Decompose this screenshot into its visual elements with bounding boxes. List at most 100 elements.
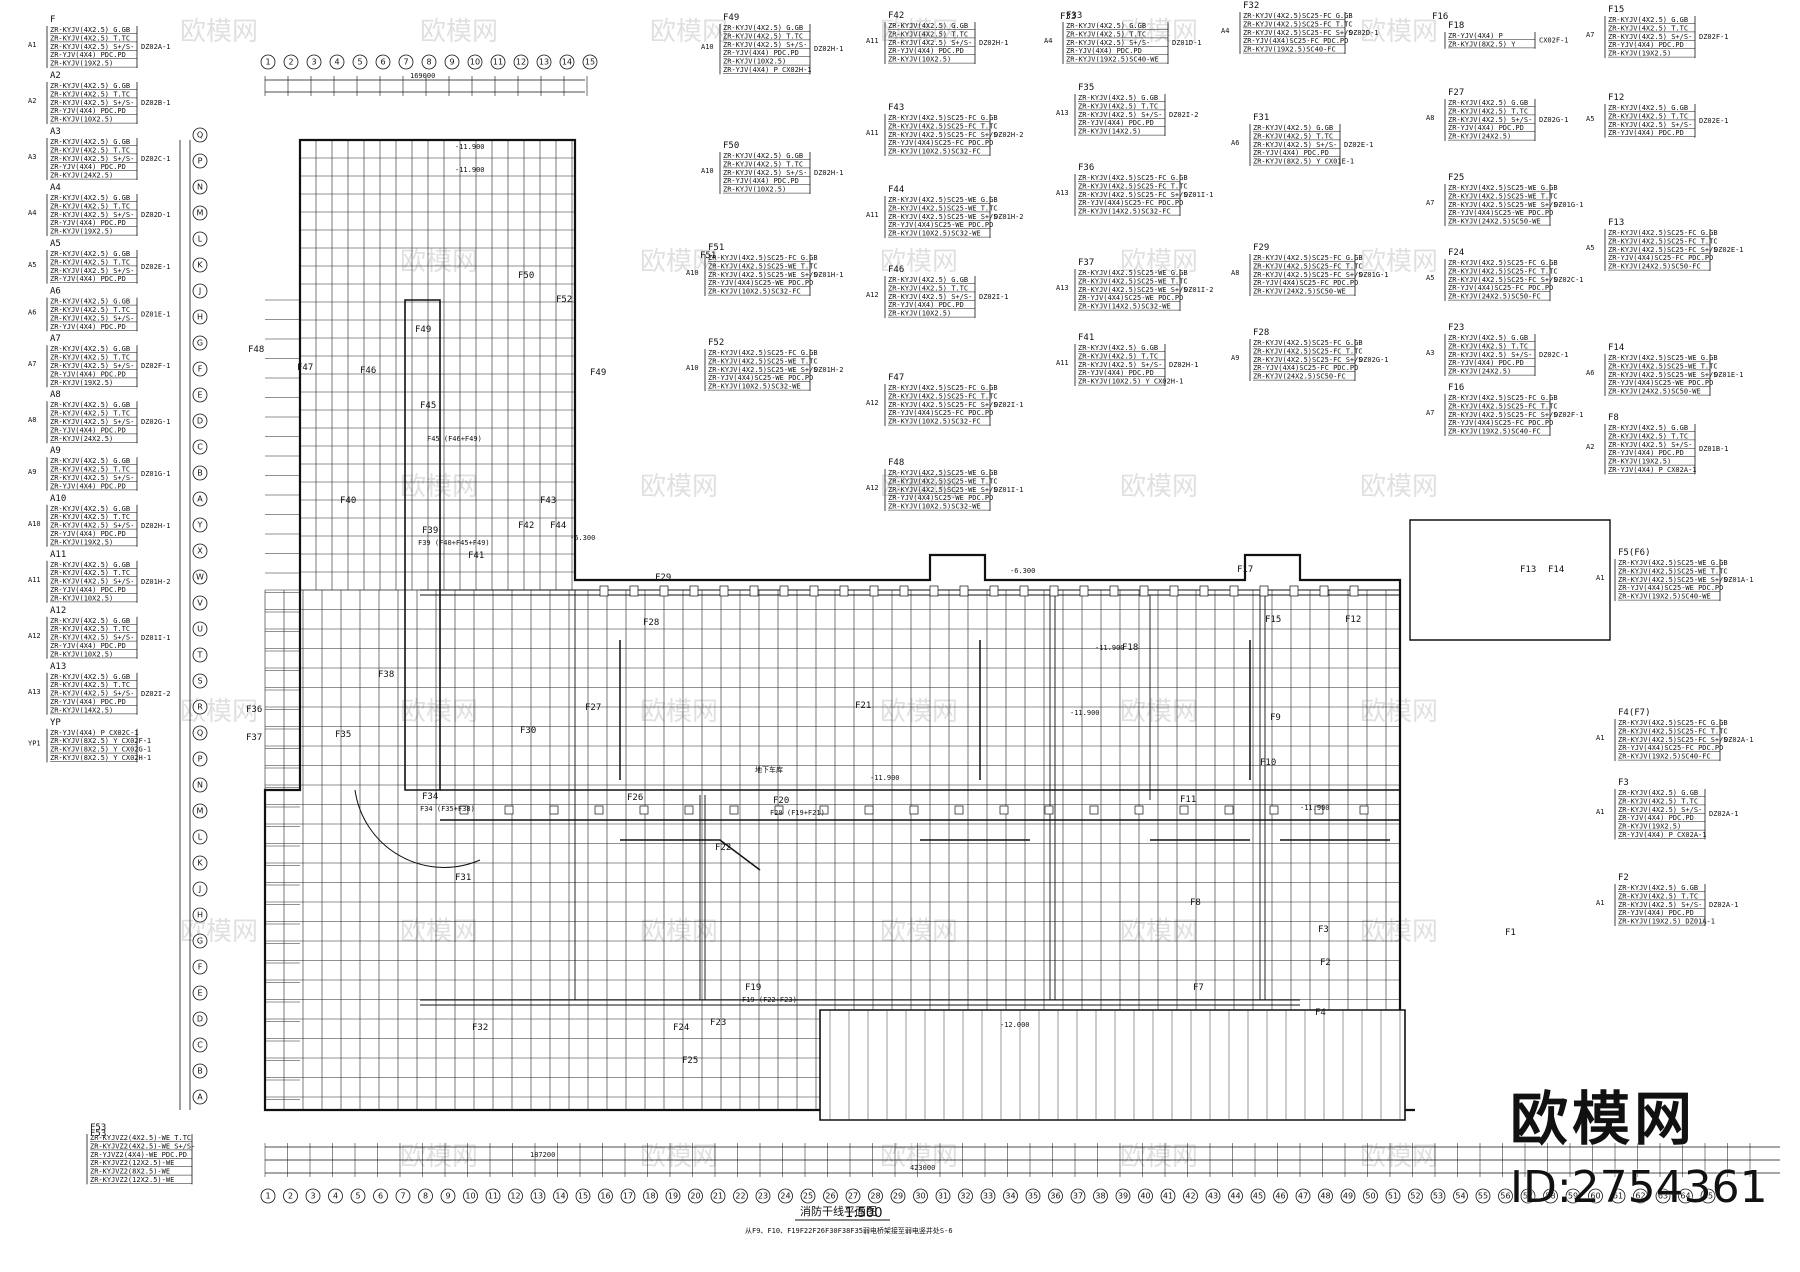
axis-circle xyxy=(192,491,208,507)
axis-circle xyxy=(913,1188,928,1204)
device-box xyxy=(549,805,559,815)
schedule-row: ZR-KYJV(4X2.5) G.GB xyxy=(50,138,130,146)
axis-letter: K xyxy=(197,859,203,868)
axis-circle xyxy=(620,1188,636,1204)
schedule-row: ZR-KYJV(4X2.5)SC25-FC T.TC xyxy=(1253,347,1363,355)
schedule-row: ZR-KYJV(4X2.5) G.GB xyxy=(888,22,968,30)
schedule-id: A2 xyxy=(50,71,61,81)
schedule-id: F50 xyxy=(723,141,739,151)
axis-circle xyxy=(192,205,208,221)
axis-number: 12 xyxy=(516,58,526,67)
schedule-row: ZR-KYJV(4X2.5) S+/S- xyxy=(50,578,134,586)
axis-circle xyxy=(283,54,299,70)
device-box xyxy=(1089,805,1099,815)
schedule-row: ZR-KYJV(4X2.5) G.GB xyxy=(50,617,130,625)
schedule-row: ZR-YJV(4X4) P CX02A-1 xyxy=(1608,466,1697,474)
axis-bubble-bottom: 46 xyxy=(1273,1188,1288,1204)
brand-mark: 欧模网 ID:2754361 xyxy=(1510,1090,1790,1260)
schedule-row: ZR-YJV(4X4)SC25-FC PDC.PD xyxy=(1448,284,1553,292)
axis-circle xyxy=(1295,1188,1311,1204)
tray-box xyxy=(869,585,879,597)
axis-bubble-top: 10 xyxy=(467,54,483,70)
device-box xyxy=(909,805,919,815)
schedule-row: ZR-KYJV(4X2.5)SC25-WE S+/S- xyxy=(1448,201,1562,209)
elevation-label: -6.300 xyxy=(1010,567,1035,575)
schedule-row: ZR-KYJV(4X2.5) S+/S- xyxy=(50,418,134,426)
axis-bubble-left: T xyxy=(192,647,208,663)
axis-bubble-bottom: 64 xyxy=(1678,1188,1693,1204)
schedule-tag: A13 xyxy=(28,688,41,696)
schedule-id: F15 xyxy=(1608,5,1624,15)
axis-number: 34 xyxy=(1005,1192,1015,1201)
axis-bubble-bottom: 27 xyxy=(845,1188,861,1204)
axis-bubble-bottom: 44 xyxy=(1228,1188,1243,1204)
schedule-id: A11 xyxy=(50,550,66,560)
axis-circle xyxy=(1700,1188,1716,1204)
schedule-id: F xyxy=(50,15,55,25)
axis-bubble-left: M xyxy=(192,205,208,221)
axis-number: 15 xyxy=(578,1192,588,1201)
schedule-box: DZ01H-2 xyxy=(814,366,844,374)
schedule-tag: A4 xyxy=(28,209,36,217)
axis-bubble-bottom: 30 xyxy=(913,1188,928,1204)
axis-circle xyxy=(868,1188,883,1204)
device-box xyxy=(1134,805,1144,815)
axis-circle xyxy=(1183,1188,1198,1204)
schedule-row: ZR-KYJV(4X2.5) G.GB xyxy=(1608,424,1688,432)
tray-box xyxy=(1199,585,1209,597)
axis-letter: F xyxy=(198,365,203,374)
tray-box xyxy=(899,585,909,597)
zone-label: F9 xyxy=(1270,713,1281,723)
axis-bubble-left: P xyxy=(192,153,208,169)
watermark-text: 欧模网 xyxy=(1120,472,1198,502)
axis-letter: N xyxy=(197,183,203,192)
tray-box xyxy=(719,585,729,597)
schedule-row: ZR-KYJV(4X2.5) T.TC xyxy=(723,32,803,40)
axis-bubble-bottom: 56 xyxy=(1498,1188,1513,1204)
zone-label: F28 xyxy=(643,618,659,628)
schedule-box: DZ02H-1 xyxy=(141,522,171,530)
axis-circle xyxy=(306,54,322,70)
axis-circle xyxy=(1655,1188,1671,1204)
schedule-row: ZR-KYJV(14X2.5)SC32-FC xyxy=(1078,208,1171,216)
axis-number: 23 xyxy=(758,1192,768,1201)
drawing-note: 从F9、F10、F19F22F26F30F38F35弱电桥架接至弱电竖井处S-6 xyxy=(745,1226,953,1235)
schedule-box: DZ02I-2 xyxy=(141,690,171,698)
axis-bubble-left: B xyxy=(192,1063,208,1079)
schedule-row: ZR-KYJV(4X2.5)SC25-WE S+/S- xyxy=(1078,286,1192,294)
zone-label: F18 xyxy=(1122,643,1138,653)
watermark-text: 欧模网 xyxy=(1120,17,1198,47)
schedule-row: ZR-KYJV(4X2.5)SC25-FC G.GB xyxy=(1608,229,1718,237)
schedule-box: DZ01H-2 xyxy=(141,578,171,586)
schedule-id: A13 xyxy=(50,662,66,672)
axis-circle xyxy=(192,959,208,975)
schedule-row: ZR-KYJV(4X2.5) G.GB xyxy=(1618,789,1698,797)
axis-bubble-bottom: 7 xyxy=(395,1188,411,1204)
axis-number: 1 xyxy=(265,58,270,67)
schedule-box: DZ02I-2 xyxy=(1169,111,1199,119)
schedule-tag: A7 xyxy=(28,360,36,368)
device-box xyxy=(1314,805,1324,815)
schedule-row: ZR-KYJV(8X2.5) Y CX02F-1 xyxy=(50,737,151,745)
zone-label: F11 xyxy=(1180,795,1196,805)
schedule-row: ZR-KYJV(4X2.5) S+/S- xyxy=(1253,141,1337,149)
axis-bubble-bottom: 8 xyxy=(418,1188,433,1204)
axis-bubble-left: C xyxy=(192,439,208,455)
schedule-row: ZR-KYJV(4X2.5)SC25-WE S+/S- xyxy=(888,486,1002,494)
schedule-box: DZ02C-1 xyxy=(141,155,171,163)
schedule-box: DZ02D-1 xyxy=(1349,29,1379,37)
dim-mid-bottom: 187200 xyxy=(530,1151,555,1159)
axis-bubble-bottom: 15 xyxy=(575,1188,591,1204)
schedule-row: ZR-YJV(4X4) PDC.PD xyxy=(50,698,126,706)
axis-circle xyxy=(192,257,208,273)
schedule-row: ZR-KYJV(4X2.5) T.TC xyxy=(1078,102,1158,110)
axis-letter: Q xyxy=(197,131,203,140)
axis-bubble-left: E xyxy=(192,985,208,1001)
zone-label: F43 xyxy=(540,496,556,506)
axis-bubble-bottom: 59 xyxy=(1565,1188,1581,1204)
schedule-tag: YP1 xyxy=(28,740,41,748)
lower-wing xyxy=(819,1009,1406,1121)
